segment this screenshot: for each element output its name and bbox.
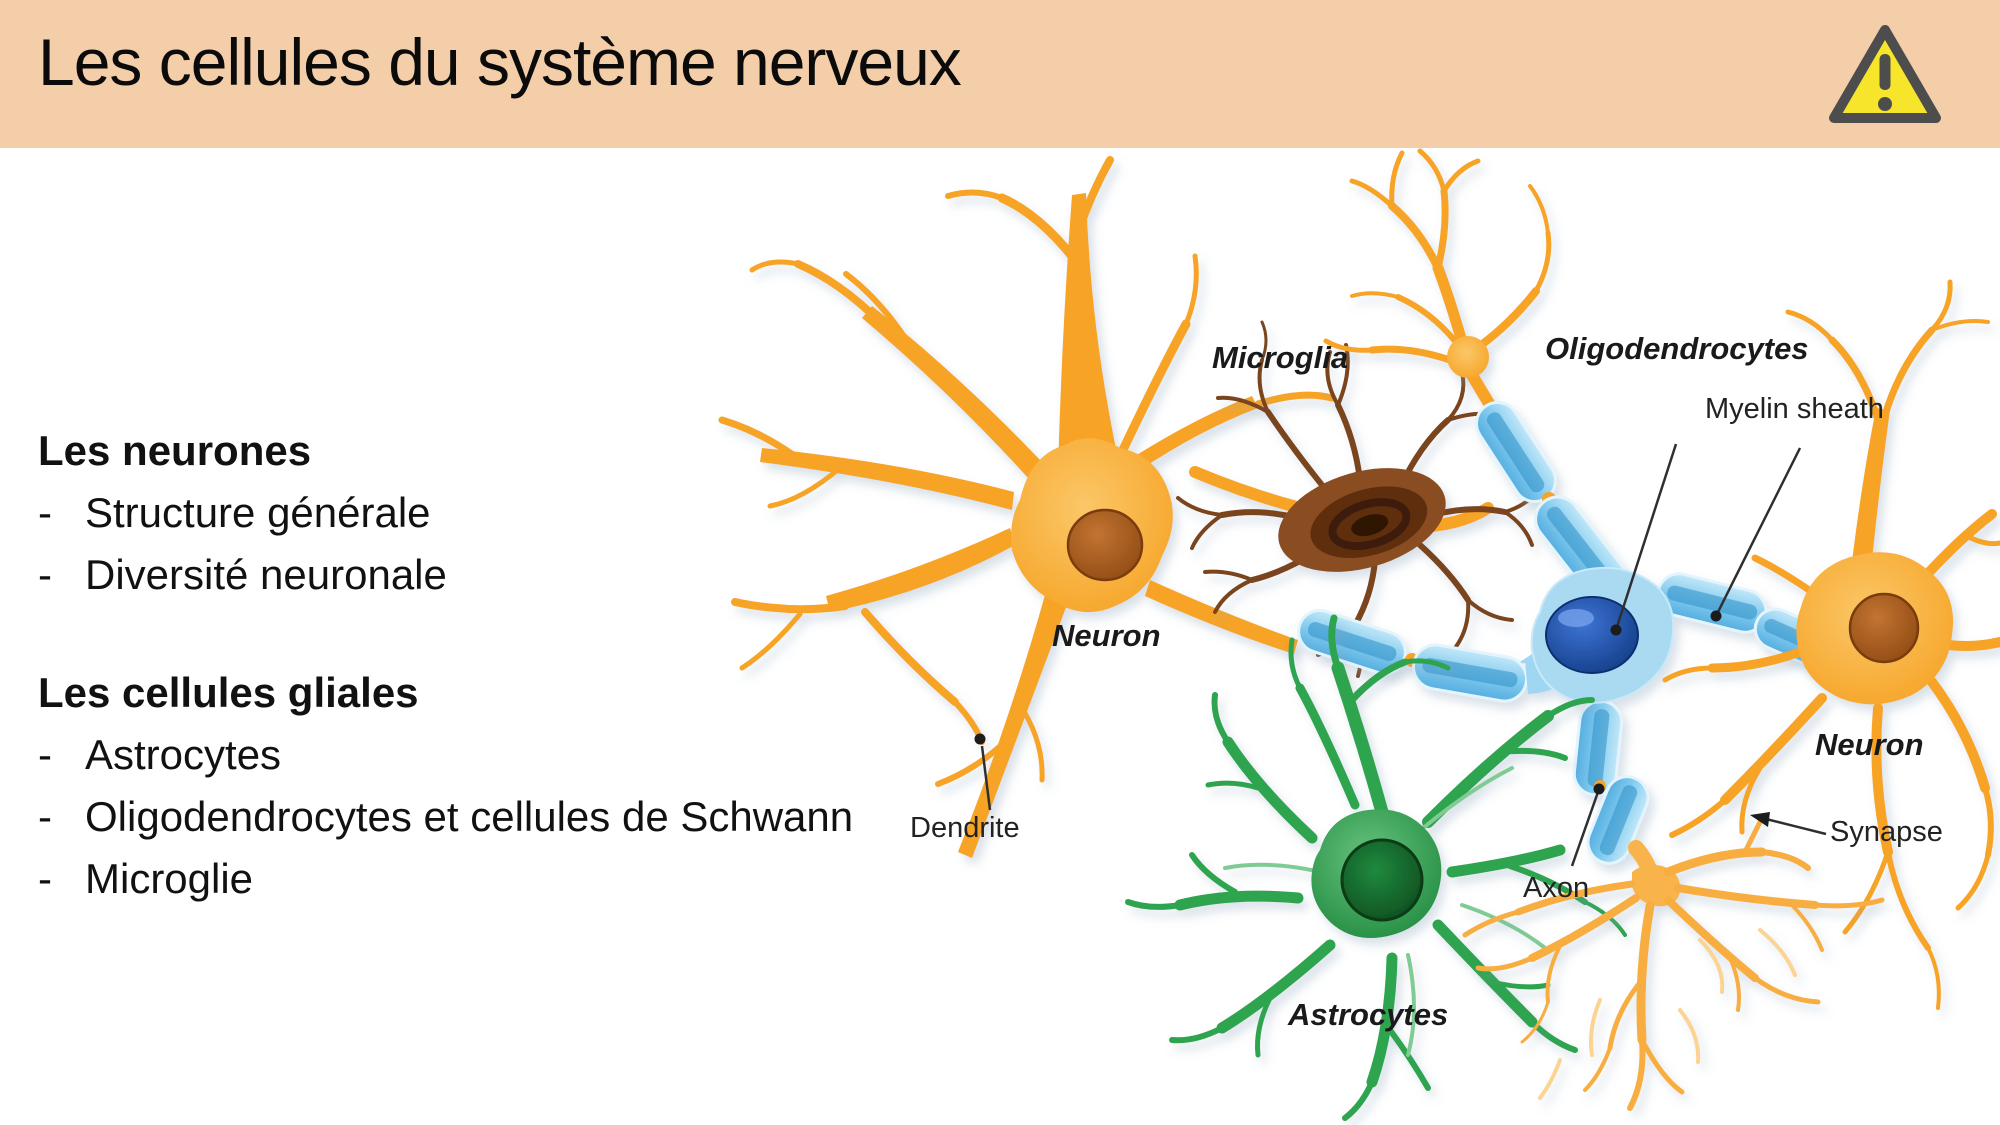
label-myelin-sheath: Myelin sheath [1705, 393, 1884, 425]
label-astrocytes: Astrocytes [1288, 997, 1449, 1032]
pointer-lines [974, 443, 1827, 867]
label-dendrite: Dendrite [910, 812, 1020, 844]
astrocyte-nucleus [1340, 838, 1424, 922]
label-neuron-right: Neuron [1815, 727, 1924, 762]
page-title: Les cellules du système nerveux [38, 25, 962, 99]
label-microglia: Microglia [1212, 340, 1349, 375]
header-band [0, 0, 2000, 148]
neuron-right-cell [1662, 279, 2000, 1010]
outline-text: Les neurones - Structure générale - Dive… [38, 420, 853, 910]
neuron-right-nucleus [1848, 592, 1920, 664]
oligodendrocytes-pointer [1614, 443, 1678, 631]
astrocyte-cell [1125, 614, 1627, 1121]
nervous-system-illustration [718, 148, 2000, 1121]
bullet-dash: - [38, 489, 52, 536]
list-item-label: Diversité neuronale [85, 551, 447, 598]
axon-terminal-tree [1462, 815, 1885, 1111]
list-item-label: Oligodendrocytes et cellules de Schwann [85, 793, 854, 840]
synapse-pointer [1765, 817, 1827, 836]
dendrite-pointer [980, 745, 992, 811]
outline-heading-neurones: Les neurones [38, 427, 312, 474]
bullet-dash: - [38, 793, 52, 840]
axon-pointer [1570, 791, 1600, 867]
list-item: - Microglie [38, 848, 853, 910]
bullet-dash: - [38, 551, 52, 598]
list-item-label: Structure générale [85, 489, 431, 536]
bullet-dash: - [38, 855, 52, 902]
neuron-left-cell [718, 156, 1336, 858]
warning-icon [1829, 25, 1941, 123]
oligodendrocyte-and-myelin [1297, 400, 1847, 865]
neuron-top-cell [1323, 148, 1552, 416]
label-axon: Axon [1523, 872, 1590, 904]
list-item-label: Microglie [85, 855, 254, 902]
outline-heading-gliales: Les cellules gliales [38, 669, 419, 716]
label-synapse: Synapse [1830, 816, 1943, 848]
neuron-left-nucleus [1066, 508, 1144, 582]
list-item: - Oligodendrocytes et cellules de Schwan… [38, 786, 853, 848]
label-neuron-left: Neuron [1052, 618, 1161, 653]
bullet-dash: - [38, 731, 52, 778]
list-item: - Structure générale [38, 482, 853, 544]
list-item-label: Astrocytes [85, 731, 282, 778]
label-oligodendrocytes: Oligodendrocytes [1545, 331, 1809, 366]
list-item: - Diversité neuronale [38, 544, 853, 606]
myelin-sheath-pointer [1714, 447, 1802, 617]
microglia-cell [1176, 320, 1542, 678]
list-item: - Astrocytes [38, 724, 853, 786]
